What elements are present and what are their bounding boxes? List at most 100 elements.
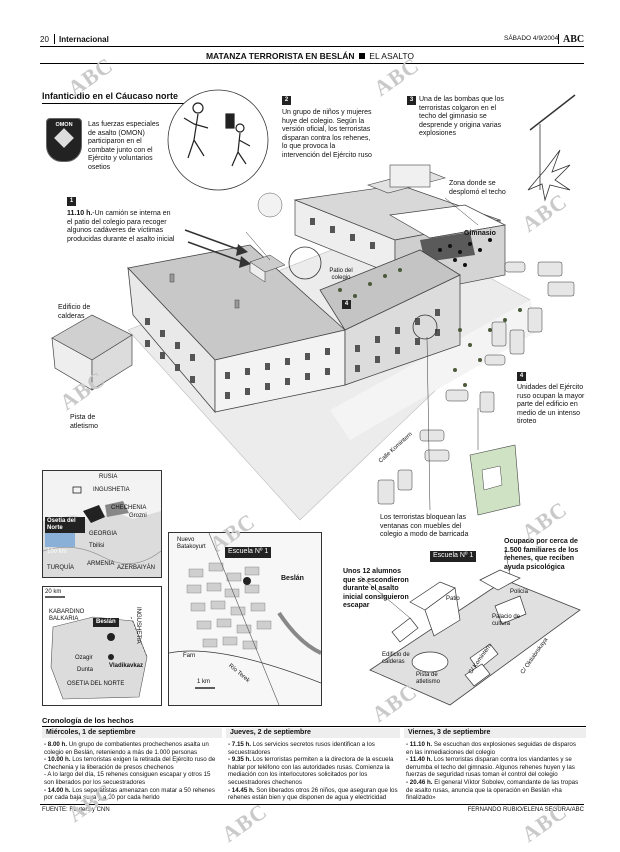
header-rule xyxy=(40,46,584,47)
header-date: SÁBADO 4/9/2004 xyxy=(504,35,559,42)
map-scale: 100 km xyxy=(47,549,67,555)
header-divider-right xyxy=(558,34,559,44)
page-number: 20 xyxy=(40,35,49,44)
fleeing-illustration-circle xyxy=(167,89,269,191)
entry-text: Son liberados otros 26 niños, que asegur… xyxy=(228,786,398,802)
footer-source: FUENTE: Reuters y CNN xyxy=(42,807,110,813)
entry-time: - 20.46 h. xyxy=(406,778,433,786)
soldiers xyxy=(338,268,522,387)
map-armenia: ARMENIA xyxy=(87,561,115,567)
map-grozni: Grozni xyxy=(129,513,147,519)
annotation-3: Una de las bombas que los terroristas co… xyxy=(419,96,504,137)
entry-time: - 9.35 h. xyxy=(228,756,252,764)
terrorists xyxy=(438,238,492,267)
tree xyxy=(257,192,283,218)
province-dunta: Dunta xyxy=(77,667,94,673)
province-kabardino: KABARDINO BALKARIA xyxy=(49,609,85,623)
town-escuela: Escuela Nº 1 xyxy=(225,547,272,558)
map-tbilisi: Tbilisi xyxy=(89,543,105,549)
entry-time: - 11.10 h. xyxy=(406,741,433,748)
plan-ground xyxy=(369,579,581,706)
chronology-column-3: - 11.10 h. Se escuchan dos explosiones s… xyxy=(406,741,584,802)
province-ingushetia: INGUSHETIA xyxy=(135,607,141,644)
plan-patio: Patio xyxy=(446,596,460,602)
entry-text: Los terroristas disparan contra los vian… xyxy=(406,756,575,779)
truck xyxy=(249,254,286,283)
plan-palacio: Palacio de cultura xyxy=(492,614,521,628)
chronology-entry: - 14.45 h. Son liberados otros 26 niños,… xyxy=(228,787,398,802)
plan-ocupado: Ocupado por cerca de 1.500 familiares de… xyxy=(504,538,579,571)
annotation-1-time: 11.10 h. xyxy=(67,210,93,217)
marker-4: 4 xyxy=(517,372,526,381)
chronology-entry: - 11.40 h. Los terroristas disparan cont… xyxy=(406,756,584,779)
chronology-entry: - 7.15 h. Los servicios secretos rusos i… xyxy=(228,741,398,756)
omon-badge-icon: OMON xyxy=(46,118,82,162)
fleeing-figures xyxy=(183,102,251,167)
chronology-entry: - 20.46 h. El general Víktor Sobolev, co… xyxy=(406,779,584,802)
headline: MATANZA TERRORISTA EN BESLÁN EL ASALTO xyxy=(0,51,620,61)
footer-credit: FERNANDO RUBIO/ELENA SEGURA/ABC xyxy=(467,807,584,813)
entry-text: - A lo largo del día, 15 rehenes consigu… xyxy=(44,771,211,786)
town-nuevo: Nuevo Batakoyurt xyxy=(177,537,206,551)
title-rule xyxy=(42,103,212,104)
barricade-caption: Los terroristas bloquean las ventanas co… xyxy=(380,514,469,538)
bomb-lamp xyxy=(527,94,576,202)
entry-text: Un grupo de combatientes prochechenos as… xyxy=(44,741,209,756)
town-map-shapes xyxy=(169,533,321,705)
plan-pista: Pista de atletismo xyxy=(416,672,441,686)
province-map-shapes xyxy=(43,587,161,705)
chronology-entry: - 8.00 h. Un grupo de combatientes proch… xyxy=(44,741,220,756)
chronology-day-3: Viernes, 3 de septiembre xyxy=(404,728,586,738)
graphic-title: Infanticidio en el Cáucaso norte xyxy=(42,91,179,101)
plan-buildings xyxy=(391,569,527,687)
plan-policia: Policía xyxy=(510,589,529,595)
headline-sub: EL ASALTO xyxy=(369,51,415,61)
chronology-entry: - A lo largo del día, 15 rehenes consigu… xyxy=(44,771,220,786)
chronology-entry: - 10.00 h. Los terroristas exigen la ret… xyxy=(44,756,220,771)
chronology-title: Cronología de los hechos xyxy=(42,716,134,725)
map-ingushetia: INGUSHETIA xyxy=(93,487,130,493)
chimney xyxy=(169,273,175,283)
calderas-label: Edificio de calderas xyxy=(58,304,91,320)
zoom-circle-windows xyxy=(412,314,438,340)
map-azerbaiyan: AZERBAIYÁN xyxy=(117,565,156,571)
chronology-entry: - 9.35 h. Los terroristas permiten a la … xyxy=(228,756,398,786)
plan-calderas: Edificio de calderas xyxy=(382,652,410,666)
headline-square xyxy=(358,53,365,59)
gimnasio-label: Gimnasio xyxy=(464,230,496,237)
town-beslan: Beslán xyxy=(281,575,304,582)
gym-building xyxy=(388,204,507,291)
entry-text: Los separatistas amenazan con matar a 50… xyxy=(44,786,215,802)
entry-text: El general Víktor Sobolev, comandante de… xyxy=(406,778,579,802)
chronology-entry: - 14.00 h. Los separatistas amenazan con… xyxy=(44,787,220,802)
map-turquia: TURQUÍA xyxy=(47,565,74,571)
pista-label: Pista de atletismo xyxy=(70,414,99,430)
chronology-column-2: - 7.15 h. Los servicios secretos rusos i… xyxy=(228,741,398,802)
province-osetia: OSETIA DEL NORTE xyxy=(67,681,125,687)
map-chechenia: CHECHENIA xyxy=(111,505,147,511)
abc-logo: ABC xyxy=(563,34,585,45)
marker-2: 2 xyxy=(282,96,291,105)
town-map: Nuevo Batakoyurt Escuela Nº 1 Beslán Far… xyxy=(168,532,322,706)
section-title: Internacional xyxy=(59,35,109,44)
marker-4-building: 4 xyxy=(342,300,351,309)
header-divider xyxy=(54,34,55,44)
province-vladikavkaz: Vladikavkaz xyxy=(109,663,144,669)
annotation-4: Unidades del Ejército ruso ocupan la may… xyxy=(517,384,585,425)
road xyxy=(330,300,540,440)
school-illustration xyxy=(51,89,576,521)
entry-text: Los terroristas permiten a la directora … xyxy=(228,756,394,786)
patio-label: Patio del colegio xyxy=(329,268,353,282)
entry-arrows xyxy=(184,229,244,263)
province-beslan: Beslán xyxy=(93,618,119,628)
entry-time: - 10.00 h. xyxy=(44,756,71,764)
entry-time: - 14.45 h. xyxy=(228,786,255,794)
entry-text: Los servicios secretos rusos identifican… xyxy=(228,741,375,756)
zona-label: Zona donde se desplomó el techo xyxy=(449,180,506,196)
windows xyxy=(145,218,440,399)
map-russia: RUSIA xyxy=(99,474,118,480)
vehicles xyxy=(377,261,575,505)
headline-rule xyxy=(40,63,584,64)
omon-badge-text: OMON xyxy=(55,122,73,128)
chronology-day-2: Jueves, 2 de septiembre xyxy=(226,728,400,738)
